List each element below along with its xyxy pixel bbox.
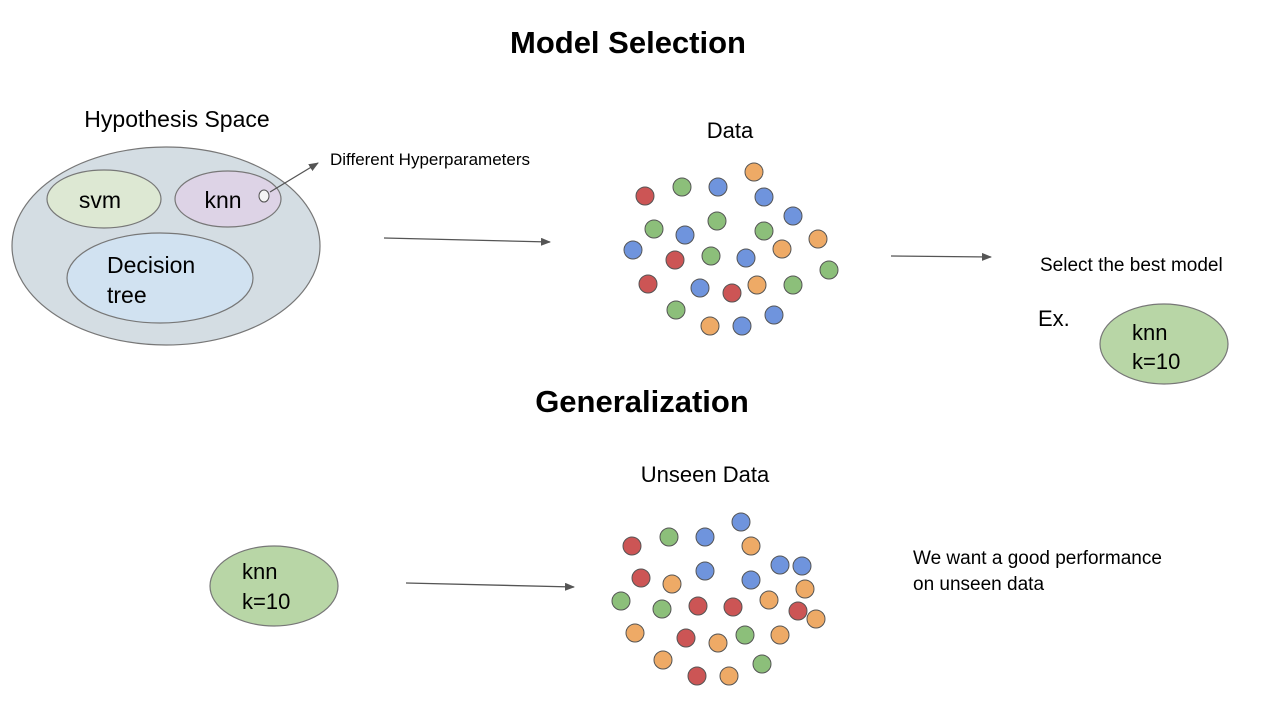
decision-tree-region xyxy=(66,232,254,324)
unseen-data-point-red xyxy=(676,628,696,648)
hypothesis-space-label: Hypothesis Space xyxy=(84,106,269,132)
unseen-data-point-orange xyxy=(795,579,815,599)
unseen-data-point-green xyxy=(735,625,755,645)
generalization-model-line1: knn xyxy=(242,559,277,584)
data-point-blue xyxy=(764,305,784,325)
svm-region xyxy=(46,169,162,229)
unseen-data-point-orange xyxy=(759,590,779,610)
unseen-data-point-green xyxy=(659,527,679,547)
hyperparameter-annotation: Different Hyperparameters xyxy=(330,150,530,169)
unseen-data-point-orange xyxy=(653,650,673,670)
data-point-red xyxy=(722,283,742,303)
data-point-green xyxy=(819,260,839,280)
data-point-green xyxy=(666,300,686,320)
data-point-green xyxy=(754,221,774,241)
data-point-green xyxy=(701,246,721,266)
data-point-orange xyxy=(747,275,767,295)
unseen-data-point-red xyxy=(688,596,708,616)
unseen-data-label: Unseen Data xyxy=(641,462,770,487)
data-to-selection-arrow xyxy=(890,252,992,261)
data-point-green xyxy=(707,211,727,231)
hyperparameter-point xyxy=(258,189,270,203)
unseen-data-point-orange xyxy=(708,633,728,653)
unseen-data-point-red xyxy=(687,666,707,686)
data-point-red xyxy=(665,250,685,270)
best-model-line1: knn xyxy=(1132,320,1167,345)
decision-tree-label-line2: tree xyxy=(107,282,147,308)
data-point-blue xyxy=(690,278,710,298)
generalization-model-node xyxy=(209,545,339,627)
unseen-data-point-blue xyxy=(792,556,812,576)
best-model-node xyxy=(1099,303,1229,385)
data-point-red xyxy=(635,186,655,206)
data-point-orange xyxy=(700,316,720,336)
generalization-model-line2: k=10 xyxy=(242,589,290,614)
data-point-green xyxy=(644,219,664,239)
unseen-data-point-green xyxy=(652,599,672,619)
unseen-data-point-red xyxy=(622,536,642,556)
unseen-data-point-red xyxy=(723,597,743,617)
data-point-blue xyxy=(675,225,695,245)
decision-tree-label-line1: Decision xyxy=(107,252,195,278)
unseen-data-point-blue xyxy=(770,555,790,575)
unseen-data-point-orange xyxy=(625,623,645,643)
unseen-data-point-green xyxy=(611,591,631,611)
knn-region xyxy=(174,170,282,228)
select-best-model-label: Select the best model xyxy=(1040,255,1223,276)
data-point-green xyxy=(783,275,803,295)
model-to-unseen-arrow xyxy=(405,582,575,591)
data-point-blue xyxy=(732,316,752,336)
best-model-line2: k=10 xyxy=(1132,349,1180,374)
unseen-data-point-red xyxy=(631,568,651,588)
unseen-data-point-red xyxy=(788,601,808,621)
generalization-title: Generalization xyxy=(535,384,749,419)
data-label: Data xyxy=(707,118,754,143)
svm-label: svm xyxy=(79,187,121,213)
model-selection-title: Model Selection xyxy=(510,25,746,60)
unseen-data-point-orange xyxy=(770,625,790,645)
unseen-data-point-green xyxy=(752,654,772,674)
space-to-data-arrow xyxy=(383,237,551,246)
data-point-orange xyxy=(808,229,828,249)
unseen-data-point-blue xyxy=(695,527,715,547)
data-points xyxy=(623,162,839,336)
data-point-green xyxy=(672,177,692,197)
unseen-data-point-orange xyxy=(719,666,739,686)
data-point-blue xyxy=(736,248,756,268)
unseen-data-point-blue xyxy=(741,570,761,590)
data-point-orange xyxy=(744,162,764,182)
unseen-data-point-orange xyxy=(662,574,682,594)
unseen-data-points xyxy=(611,512,826,686)
unseen-data-point-blue xyxy=(695,561,715,581)
data-point-red xyxy=(638,274,658,294)
unseen-data-point-blue xyxy=(731,512,751,532)
data-point-blue xyxy=(783,206,803,226)
unseen-data-point-orange xyxy=(741,536,761,556)
knn-label: knn xyxy=(204,187,241,213)
data-point-orange xyxy=(772,239,792,259)
goal-text-line2: on unseen data xyxy=(913,574,1044,595)
goal-text-line1: We want a good performance xyxy=(913,548,1162,569)
hyperparameter-arrow xyxy=(269,162,319,193)
data-point-blue xyxy=(708,177,728,197)
unseen-data-point-orange xyxy=(806,609,826,629)
example-prefix: Ex. xyxy=(1038,306,1070,331)
data-point-blue xyxy=(623,240,643,260)
data-point-blue xyxy=(754,187,774,207)
